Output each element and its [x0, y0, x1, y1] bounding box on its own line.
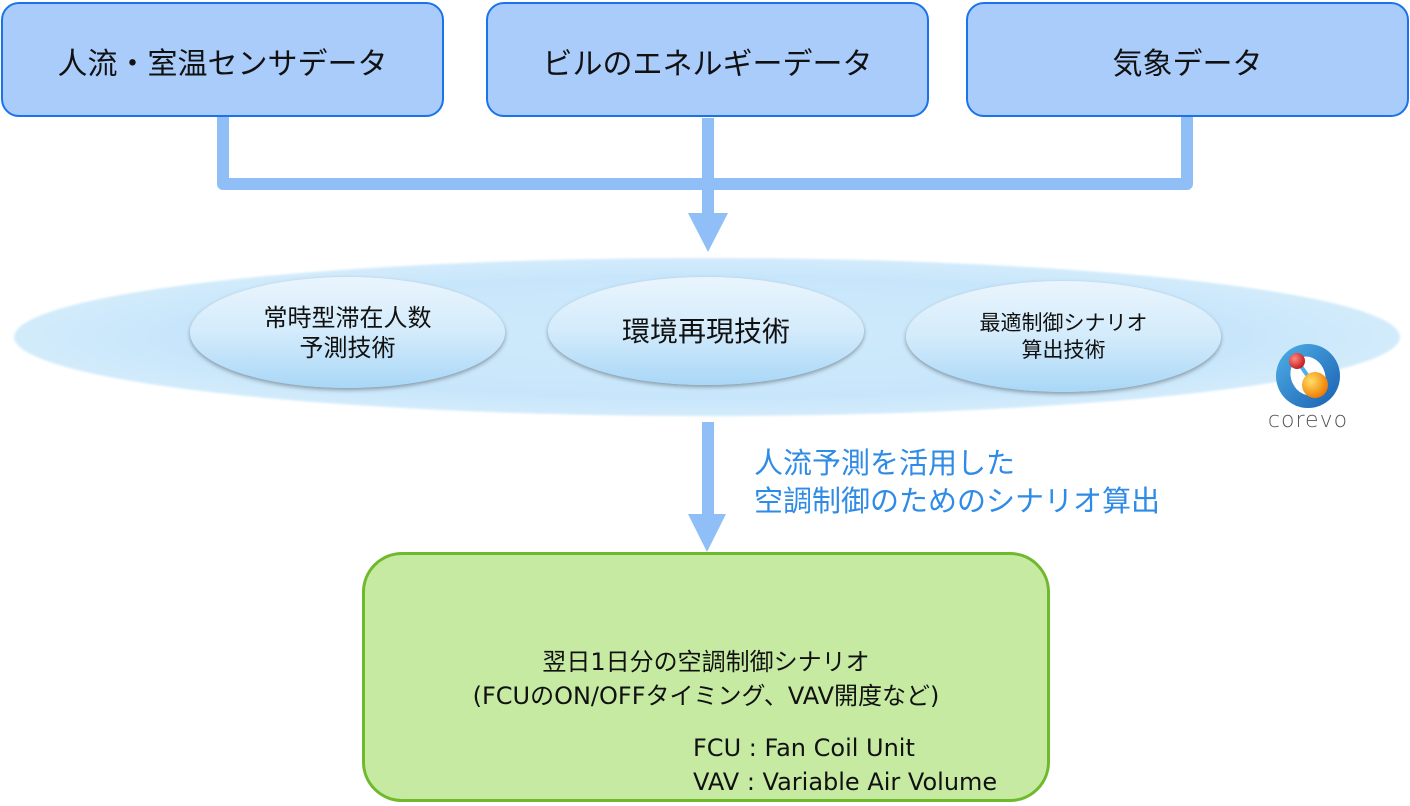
source-box-weather-data: 気象データ	[966, 2, 1409, 117]
result-title-line: (FCUのON/OFFタイミング、VAV開度など)	[472, 682, 940, 710]
tech-label-line: 常時型滞在人数	[263, 303, 432, 332]
source-box-sensor-data: 人流・室温センサデータ	[1, 2, 444, 117]
annotation-line: 空調制御のためのシナリオ算出	[754, 484, 1161, 518]
connector-line-left	[217, 112, 714, 190]
legend-fcu: FCU : Fan Coil Unit	[693, 734, 915, 762]
source-label: 人流・室温センサデータ	[57, 47, 388, 82]
process-annotation: 人流予測を活用した 空調制御のためのシナリオ算出	[754, 444, 1160, 520]
tech-label-line: 算出技術	[1021, 337, 1106, 362]
tech-label-line: 環境再現技術	[621, 314, 790, 348]
source-box-energy-data: ビルのエネルギーデータ	[486, 2, 929, 117]
arrow-head-lower	[688, 514, 726, 552]
connector-line-right	[702, 112, 1193, 190]
source-label: ビルのエネルギーデータ	[542, 47, 873, 82]
tech-environment-reproduction: 環境再現技術	[548, 277, 864, 385]
tech-label-line: 最適制御シナリオ	[979, 311, 1148, 336]
arrow-head-upper	[688, 213, 728, 252]
annotation-line: 人流予測を活用した	[754, 446, 1016, 480]
source-label: 気象データ	[1112, 47, 1263, 82]
corevo-logo-text: corevo	[1267, 408, 1349, 433]
tech-optimal-scenario: 最適制御シナリオ 算出技術	[906, 281, 1221, 392]
tech-occupancy-prediction: 常時型滞在人数 予測技術	[190, 277, 505, 388]
result-title-line: 翌日1日分の空調制御シナリオ	[542, 648, 870, 676]
legend-vav: VAV : Variable Air Volume	[693, 768, 998, 796]
corevo-molecule-icon	[1276, 344, 1340, 408]
result-title: 翌日1日分の空調制御シナリオ (FCUのON/OFFタイミング、VAV開度など)	[365, 645, 1047, 713]
tech-label-line: 予測技術	[299, 333, 396, 362]
result-scenario-box: 翌日1日分の空調制御シナリオ (FCUのON/OFFタイミング、VAV開度など)…	[362, 552, 1050, 802]
abbreviation-legend: FCU : Fan Coil Unit VAV : Variable Air V…	[693, 731, 997, 799]
